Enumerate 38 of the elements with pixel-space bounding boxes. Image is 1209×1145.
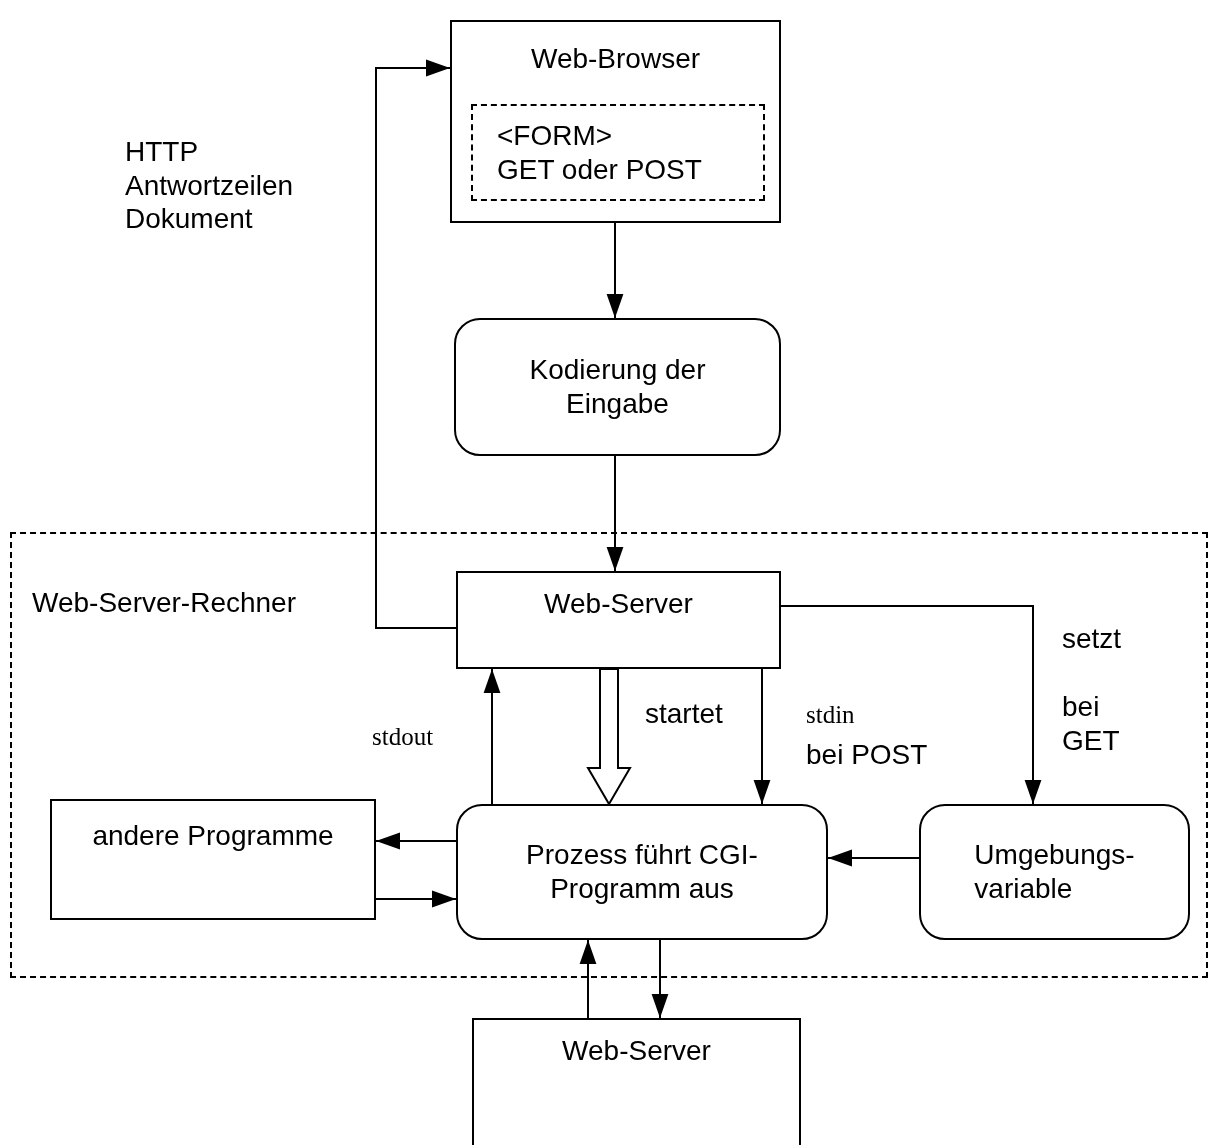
node-label: <FORM> — [497, 118, 613, 153]
node-label: Web-Server — [544, 587, 693, 621]
node-label: Web-Server-Rechner — [32, 586, 297, 620]
arrow — [375, 832, 457, 850]
arrow — [827, 849, 920, 867]
arrow — [753, 668, 771, 805]
arrow — [483, 668, 501, 805]
arrow — [606, 455, 624, 572]
note-text: bei GET — [1062, 690, 1120, 758]
edge-label: stdout — [372, 722, 434, 752]
edge-label: startet — [645, 697, 723, 731]
node-label: Web-Browser — [530, 42, 701, 76]
note-text: bei POST — [806, 738, 928, 772]
arrow — [606, 222, 624, 319]
node-label: Web-Server — [562, 1034, 711, 1068]
arrow — [780, 605, 1042, 805]
web-server-box — [456, 571, 781, 669]
arrow — [375, 890, 457, 908]
node-label: Umgebungs- variable — [974, 838, 1135, 906]
variable-box — [919, 804, 1190, 940]
node-label: andere Programme — [92, 819, 334, 853]
arrow — [579, 939, 597, 1019]
node-label: GET oder POST — [497, 152, 702, 187]
arrow — [375, 59, 457, 629]
edge-label: stdin — [806, 700, 855, 730]
edge-label: setzt — [1062, 622, 1122, 656]
arrow — [651, 939, 669, 1019]
process-box — [454, 318, 781, 456]
node-label: Kodierung der Eingabe — [528, 353, 707, 421]
node-label: Prozess führt CGI- Programm aus — [525, 838, 759, 906]
server-machine-region — [10, 532, 1208, 978]
web-server-box — [472, 1018, 801, 1145]
form-box — [471, 104, 765, 201]
process-box — [456, 804, 828, 940]
program-box — [50, 799, 376, 920]
note-text: HTTP Antwortzeilen Dokument — [125, 135, 294, 236]
hollow-arrow — [586, 668, 632, 806]
browser-box — [450, 20, 781, 223]
